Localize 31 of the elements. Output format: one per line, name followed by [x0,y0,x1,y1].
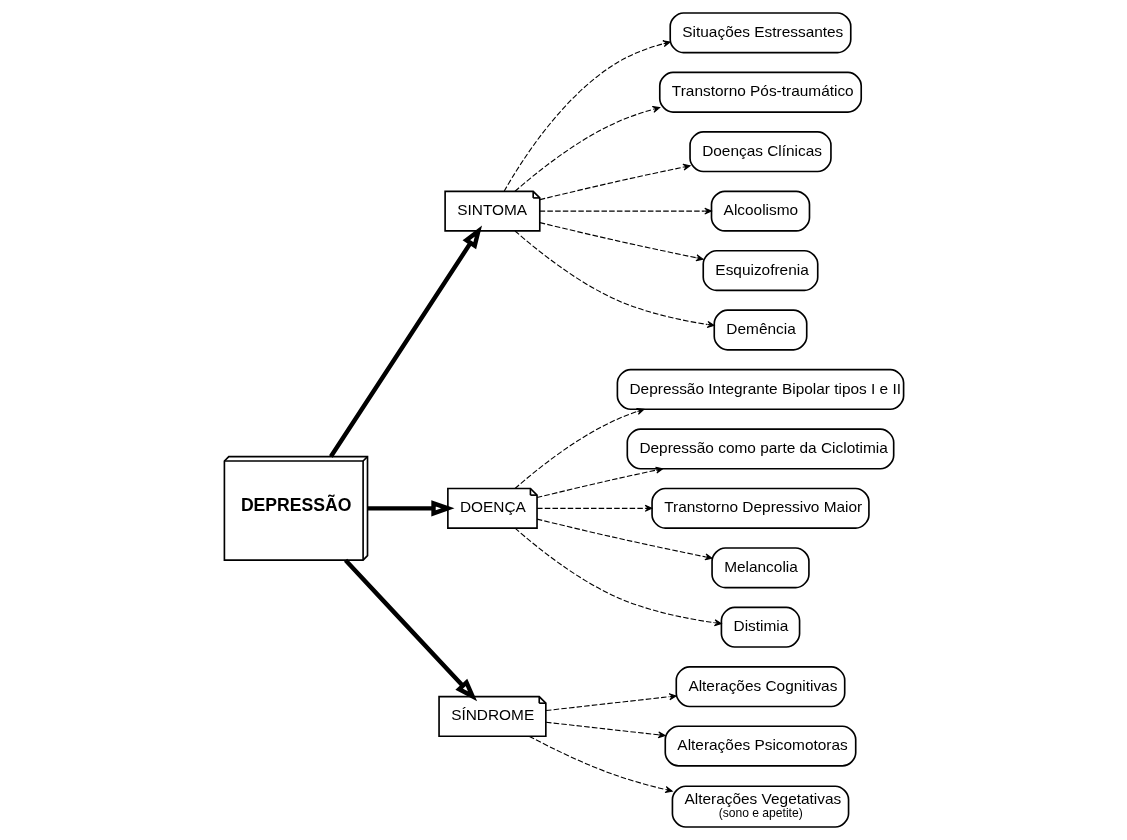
arrow [528,735,673,794]
node-box: Depressão como parte da Ciclotimia [625,428,894,470]
arrow [538,207,712,215]
arrow [545,721,666,739]
arrow [514,527,722,627]
arrow [328,225,482,458]
node-box: Demência [712,309,808,351]
node-box: Situações Estressantes [668,12,852,54]
node-box: Transtorno Pós-traumático [658,71,862,113]
node-box: Esquizofrenia [701,249,819,292]
arrow [545,693,677,712]
arrow [538,163,690,201]
arrow [536,518,713,561]
arrow [536,504,652,512]
node-box: Transtorno Depressivo Maior [650,487,870,529]
arrow [514,105,660,192]
node-box: Distimia [720,606,800,648]
node-box: Doenças Clínicas [688,131,832,173]
arrow [514,230,715,328]
arrow [367,500,454,517]
node-box: Alterações Vegetativas (sono e apetite) [671,785,849,828]
arrow [343,558,477,702]
node-box: Alcoolismo [710,190,810,232]
node-box: Depressão Integrante Bipolar tipos I e II [616,368,904,411]
node-box: Alterações Cognitivas [674,666,846,708]
arrow [503,40,670,192]
node-box: Melancolia [710,547,810,589]
arrow [514,408,644,490]
node-box: Alterações Psicomotoras [663,725,857,767]
arrow [538,222,704,262]
arrow [536,466,663,499]
